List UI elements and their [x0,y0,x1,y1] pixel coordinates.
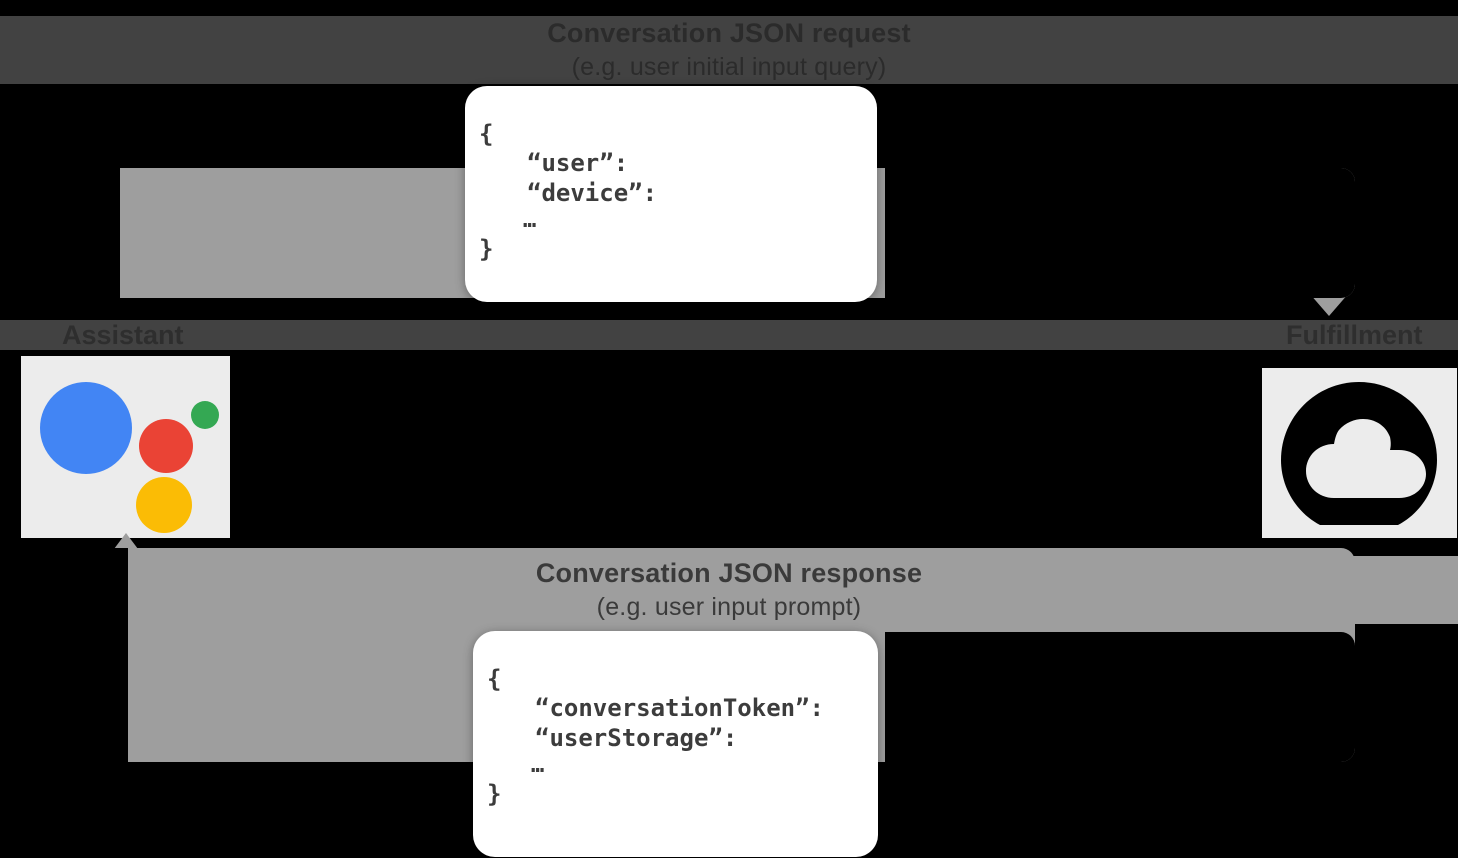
json-open-brace: { [487,665,502,693]
request-json-card: { “user”: “device”: … } [465,86,877,302]
response-caption-subtitle-text: (e.g. user input prompt) [596,592,862,621]
response-arrow-head-icon [114,533,138,549]
json-ellipsis: … [523,207,538,233]
bottom-right-mask [885,632,1355,762]
cloud-icon [1281,382,1437,525]
json-key-device: “device”: [527,178,658,207]
assistant-label: Assistant [62,320,184,350]
assistant-icon-tile[interactable] [21,356,230,538]
json-close-brace: } [487,779,502,808]
request-caption-title: Conversation JSON request [0,16,1458,50]
google-assistant-logo-icon [21,356,230,538]
endpoint-rail [0,320,1458,350]
assistant-green-dot [191,401,219,429]
response-json-card: { “conversationToken”: “userStorage”: … … [473,631,878,857]
top-left-mask [0,168,120,298]
assistant-red-dot [139,419,193,473]
response-caption-title-text: Conversation JSON response [535,557,923,588]
json-open-brace: { [479,120,494,148]
json-close-brace: } [479,234,494,263]
fulfillment-label: Fulfillment [1286,320,1423,350]
json-ellipsis: … [531,752,546,778]
json-key-conversation-token: “conversationToken”: [535,694,824,723]
request-caption-subtitle: (e.g. user initial input query) [0,50,1458,84]
fulfillment-icon-tile[interactable] [1262,368,1457,538]
assistant-yellow-dot [136,477,192,533]
bottom-left-mask [0,548,128,762]
json-key-user-storage: “userStorage”: [535,723,738,752]
top-right-mask [885,168,1355,298]
json-key-user: “user”: [527,149,629,178]
assistant-blue-dot [40,382,132,474]
